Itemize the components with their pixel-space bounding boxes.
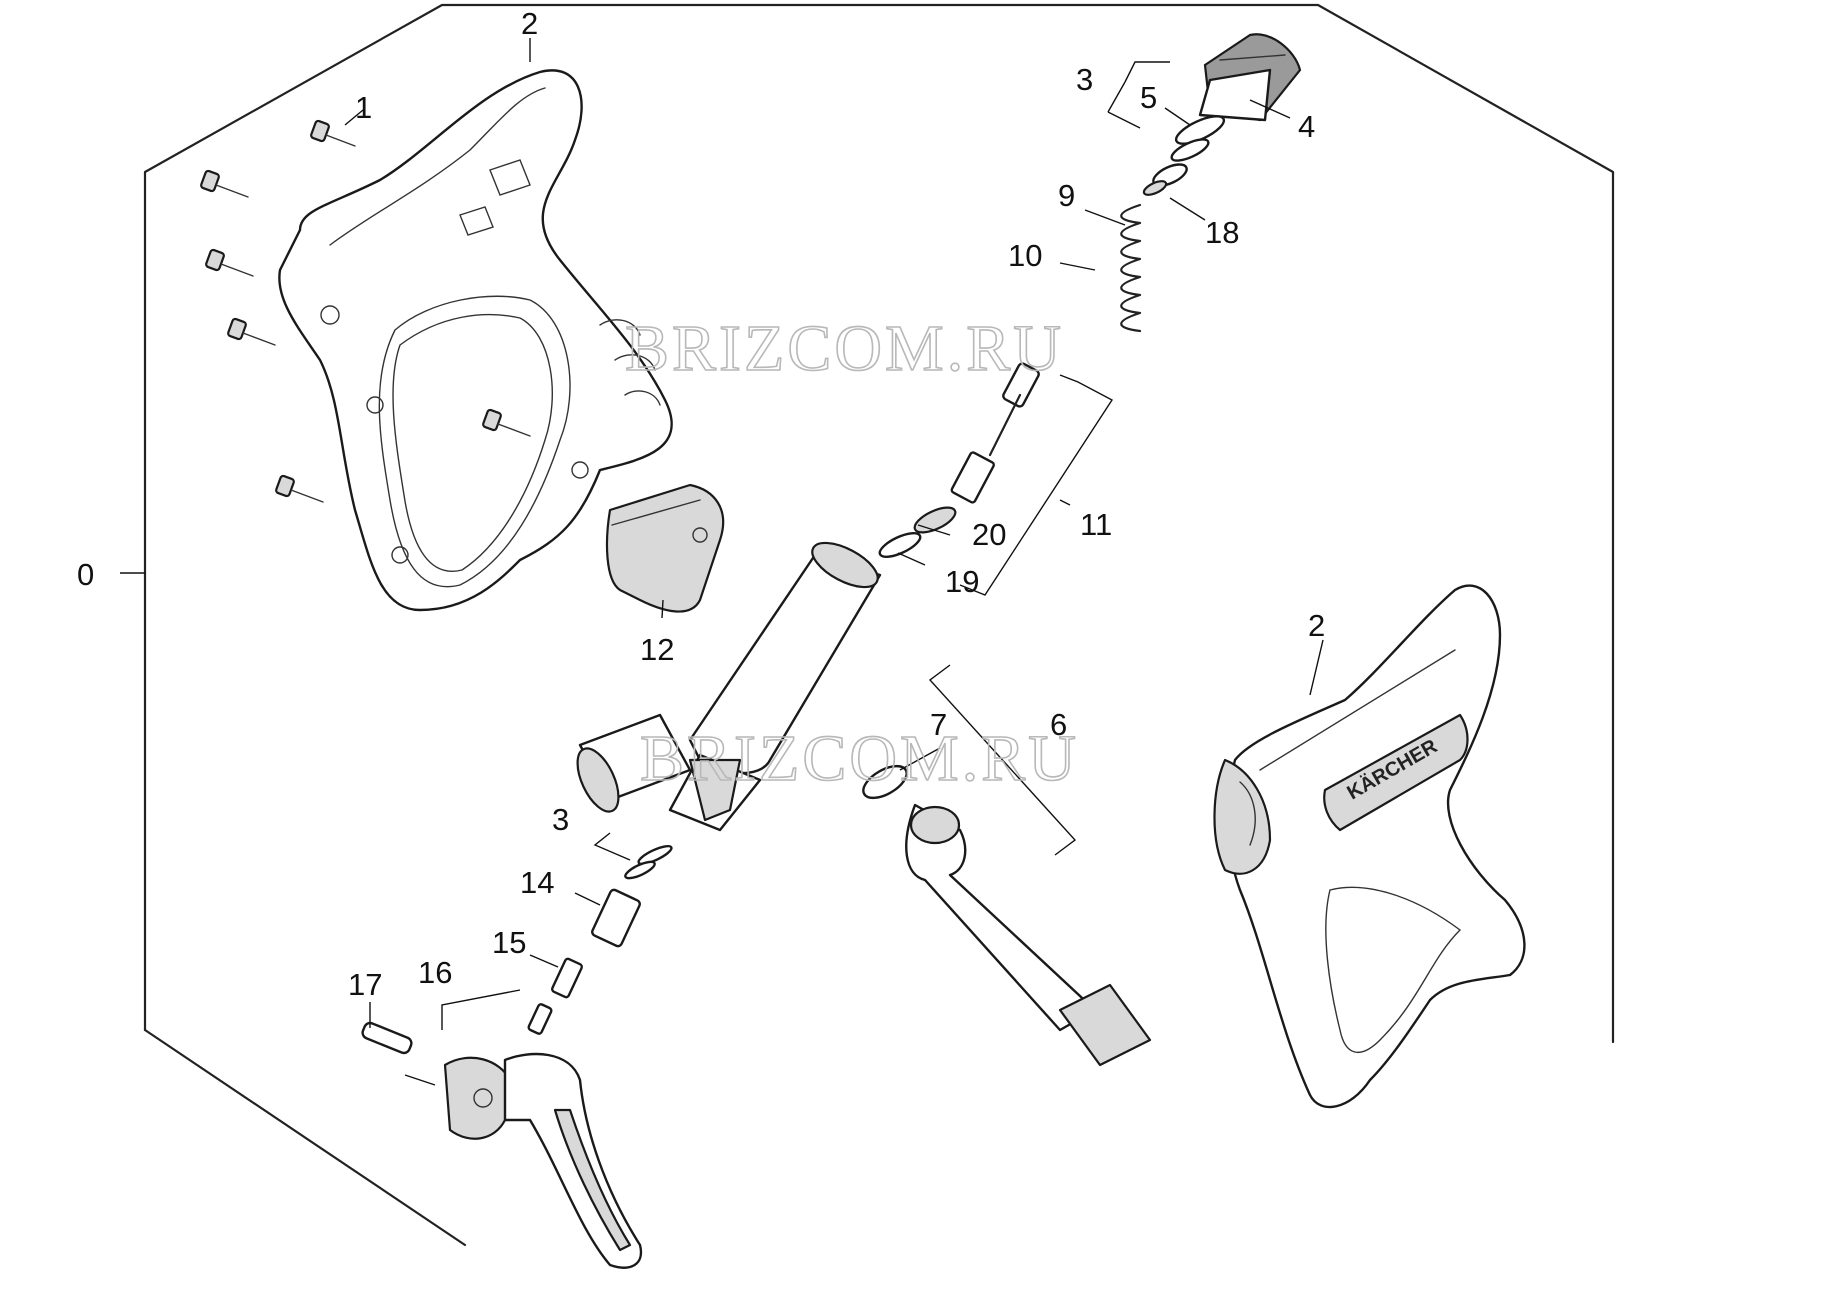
callout-7: 7 [930, 707, 947, 742]
screw [275, 474, 324, 503]
screw [310, 119, 356, 147]
o-ring-seals [1142, 115, 1226, 196]
screw [200, 169, 249, 198]
trigger-lever [443, 1052, 643, 1269]
callout-4: 4 [1298, 109, 1315, 144]
callout-1: 1 [355, 90, 372, 125]
callout-0: 0 [77, 557, 94, 592]
callout-6: 6 [1050, 707, 1067, 742]
callout-11: 11 [1080, 507, 1112, 542]
spring [1120, 203, 1142, 333]
outlet-pipe [862, 764, 1152, 1067]
callout-10: 10 [1008, 238, 1042, 273]
screw [482, 408, 531, 437]
callout-14: 14 [520, 865, 554, 900]
cover-piece [605, 483, 725, 613]
inlet-parts [361, 844, 673, 1055]
callout-16: 16 [418, 955, 452, 990]
callout-2-left: 2 [521, 6, 538, 41]
callout-9: 9 [1058, 178, 1075, 213]
screw [227, 317, 276, 346]
screws [200, 119, 531, 503]
callout-2-right: 2 [1308, 608, 1325, 643]
callout-3-top: 3 [1076, 62, 1093, 97]
coupling-nut [1198, 33, 1302, 122]
valve-body [576, 541, 882, 832]
callout-20: 20 [972, 517, 1006, 552]
callout-5: 5 [1140, 80, 1157, 115]
valve-stem [878, 362, 1040, 558]
housing-left-half [278, 69, 673, 612]
assembly-boundary [143, 3, 1615, 1247]
leader-lines [120, 38, 1324, 1086]
watermark: BRIZCOM.RU [625, 312, 1064, 385]
callout-3-bottom: 3 [552, 802, 569, 837]
callout-18: 18 [1205, 215, 1239, 250]
screw [205, 248, 254, 277]
callout-17: 17 [348, 967, 382, 1002]
callout-19: 19 [945, 564, 979, 599]
callout-12: 12 [640, 632, 674, 667]
watermark: BRIZCOM.RU [640, 722, 1079, 795]
callout-15: 15 [492, 925, 526, 960]
callout-labels: 0 1 2 2 3 3 4 5 6 7 9 10 11 12 14 15 16 … [77, 6, 1325, 1002]
housing-right-half: KÄRCHER [1213, 584, 1526, 1109]
